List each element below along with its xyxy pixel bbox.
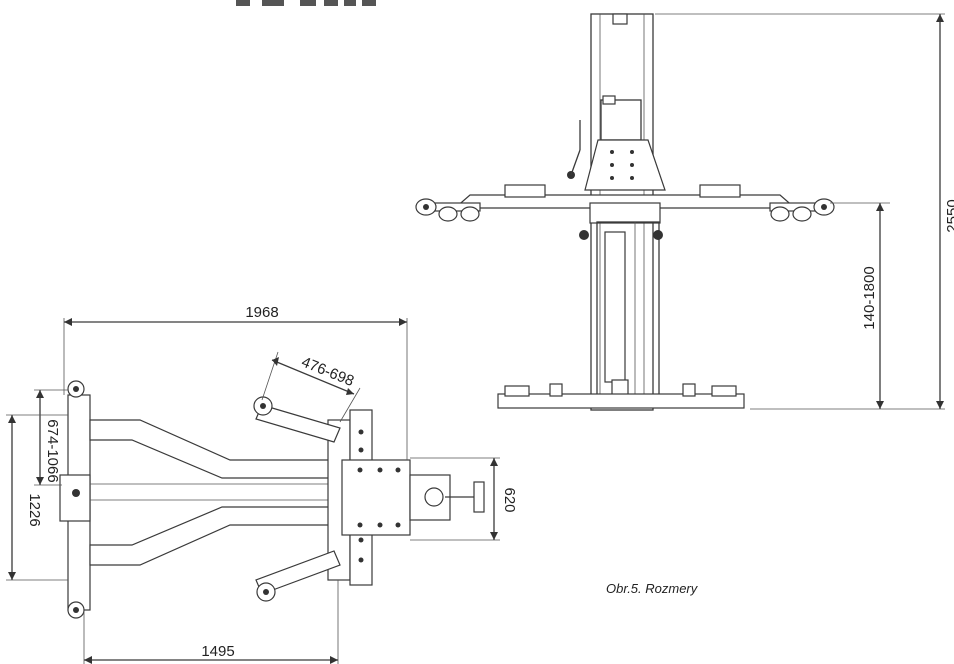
plan-view — [59, 380, 485, 619]
dimension-620: 620 — [410, 457, 518, 541]
dimension-label-140-1800: 140-1800 — [861, 266, 878, 329]
dimension-label-674-1066: 674-1066 — [44, 419, 61, 482]
dimension-label-476-698: 476-698 — [299, 354, 356, 390]
dimension-label-1968: 1968 — [245, 304, 278, 321]
dimension-2550: 2550 — [655, 13, 954, 410]
dimension-140-1800: 140-1800 — [830, 202, 890, 409]
dimension-label-2550: 2550 — [944, 199, 954, 232]
dimension-label-1495: 1495 — [201, 643, 234, 660]
dimension-1495: 1495 — [83, 580, 339, 664]
front-elevation-view — [415, 13, 835, 411]
dimension-674-1066: 674-1066 — [34, 389, 68, 486]
dimension-label-620: 620 — [501, 487, 518, 512]
dimension-1226: 1226 — [6, 414, 68, 581]
figure-caption: Obr.5. Rozmery — [606, 581, 698, 596]
cropped-top-fragment — [236, 0, 376, 6]
dimension-1968: 1968 — [63, 304, 408, 460]
dimension-label-1226: 1226 — [26, 493, 43, 526]
